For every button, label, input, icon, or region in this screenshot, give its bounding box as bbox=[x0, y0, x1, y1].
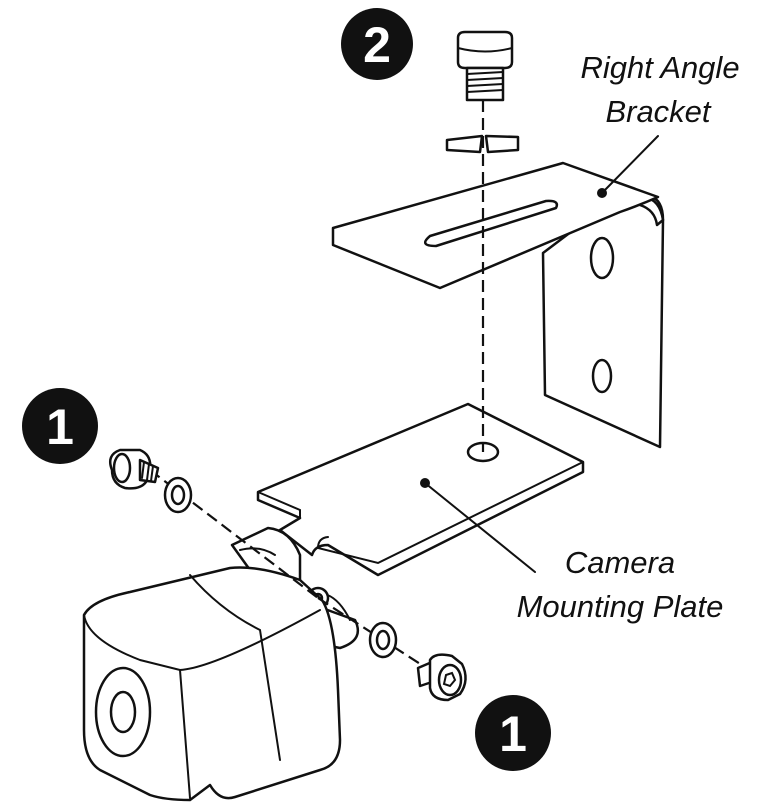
plate-leader-line bbox=[424, 482, 536, 573]
step-badge-1-left-number: 1 bbox=[46, 399, 74, 455]
top-screw bbox=[456, 30, 514, 102]
camera-lens bbox=[109, 690, 137, 734]
bracket-leader-line bbox=[601, 135, 659, 194]
bracket-leader-dot bbox=[597, 188, 607, 198]
left-screw bbox=[109, 448, 160, 490]
camera bbox=[82, 526, 360, 802]
right-washer bbox=[368, 621, 398, 659]
bracket-hole-upper bbox=[589, 236, 615, 280]
camera-mounting-plate bbox=[256, 402, 585, 577]
step-badge-2: 2 bbox=[341, 8, 413, 80]
right-screw bbox=[416, 653, 467, 702]
plate-leader-dot bbox=[420, 478, 430, 488]
bracket-label-line2: Bracket bbox=[605, 94, 711, 129]
top-split-washer bbox=[445, 134, 520, 154]
step-badge-1-bottom: 1 bbox=[475, 695, 551, 771]
bracket-label-line1: Right Angle bbox=[580, 50, 739, 85]
bracket-slot bbox=[423, 199, 559, 248]
plate-label-line1: Camera bbox=[565, 545, 675, 580]
left-washer bbox=[163, 476, 193, 514]
right-angle-bracket bbox=[331, 161, 665, 449]
step-badge-2-number: 2 bbox=[363, 17, 391, 73]
step-badge-1-bottom-number: 1 bbox=[499, 706, 527, 762]
plate-label-line2: Mounting Plate bbox=[517, 589, 724, 624]
step-badge-1-left: 1 bbox=[22, 388, 98, 464]
bracket-hole-lower bbox=[591, 358, 613, 394]
